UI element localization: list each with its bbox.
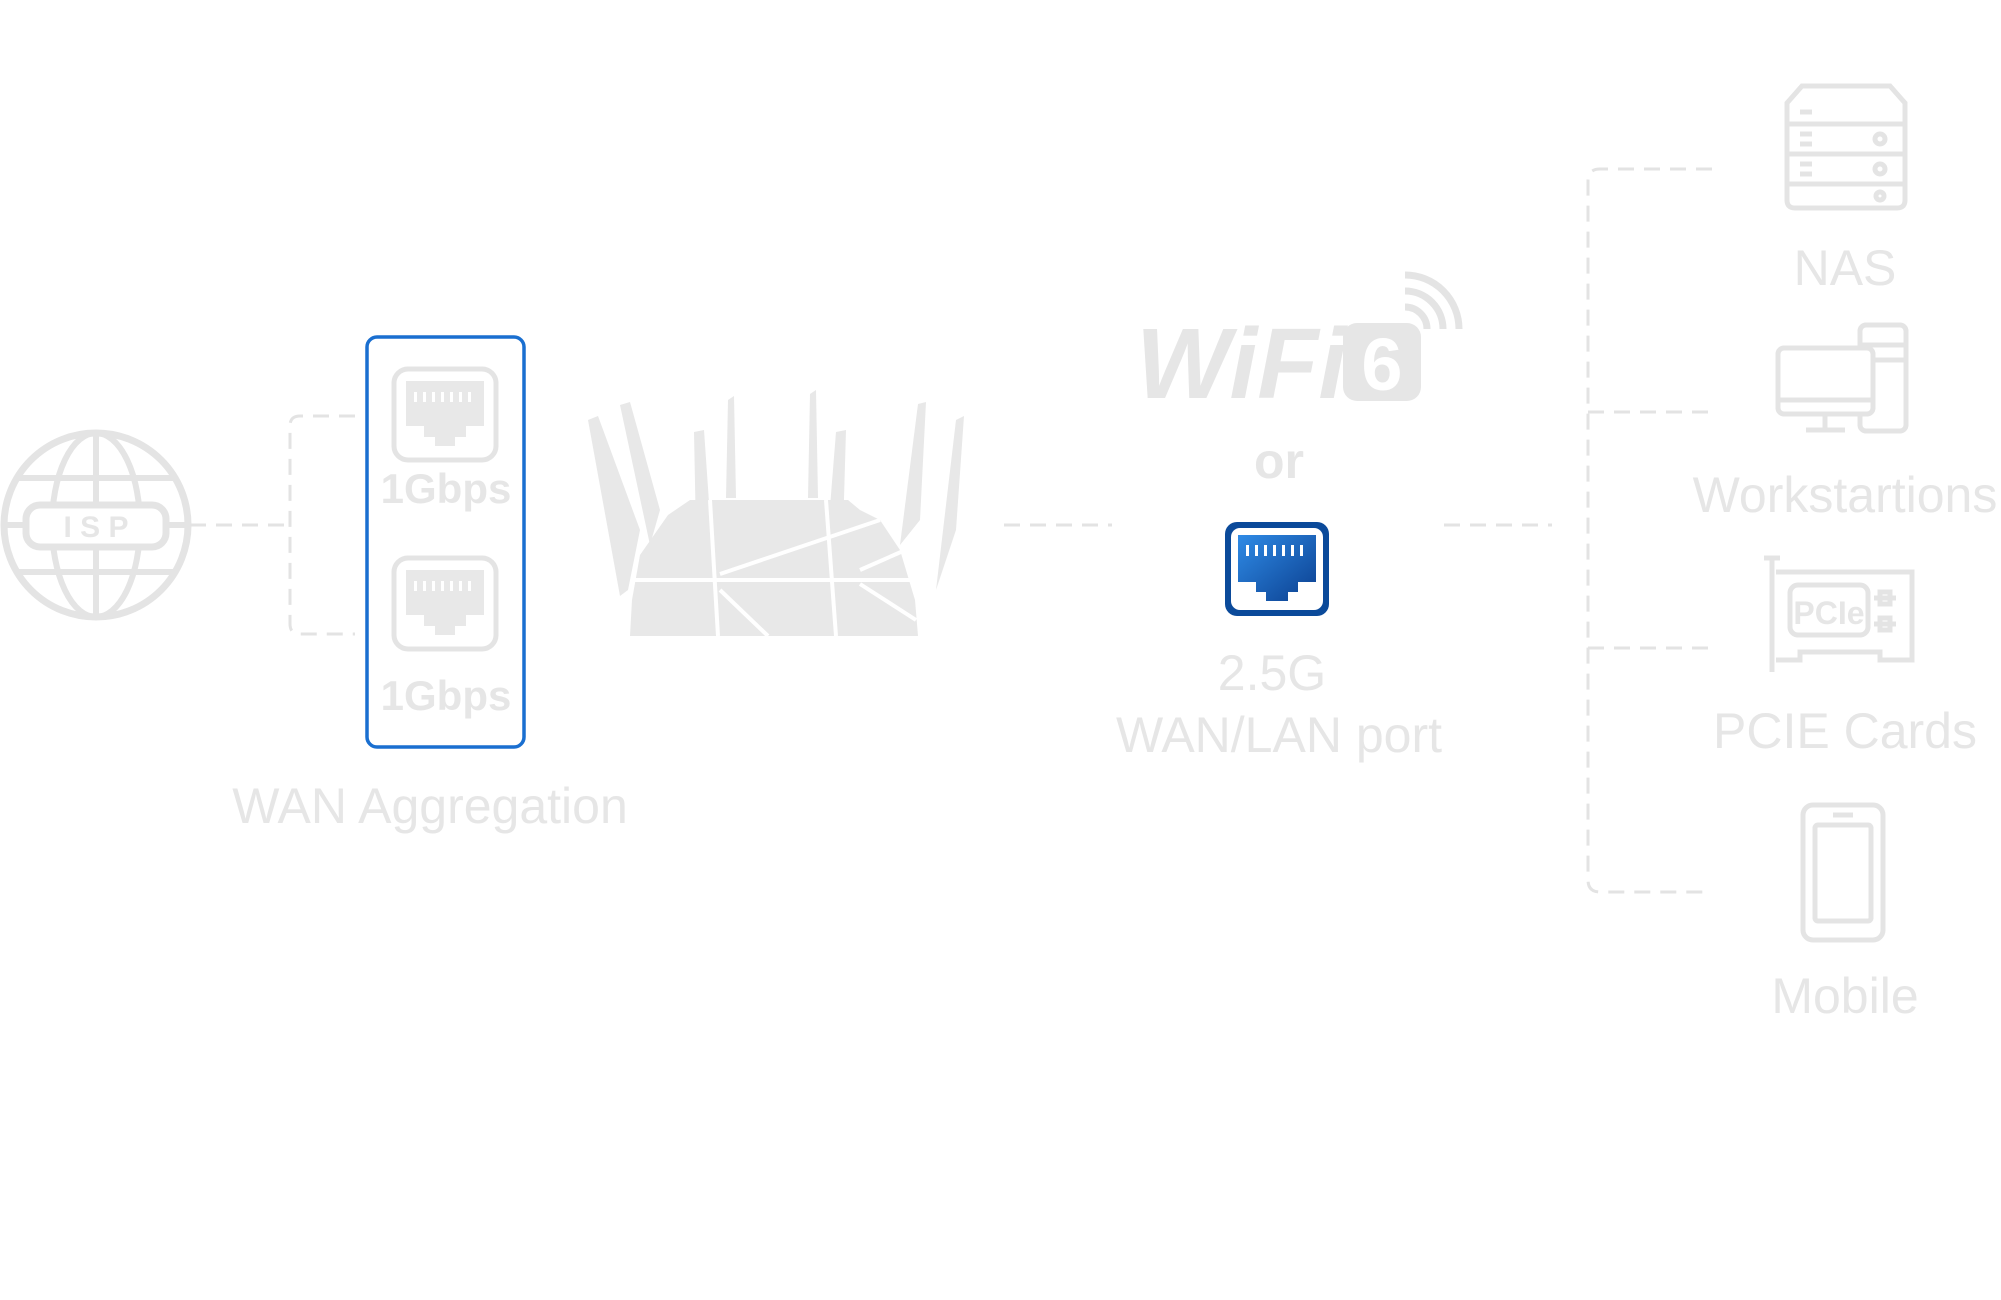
nas-icon (1784, 83, 1908, 211)
wifi6-logo: WiFi 6 (1136, 271, 1463, 420)
wan-port-speed-2: 1Gbps (381, 672, 512, 719)
isp-label: I S P (63, 511, 128, 544)
wifi-generation: 6 (1361, 323, 1402, 406)
or-label: or (1254, 433, 1304, 489)
pcie-card-icon: PCIe (1764, 555, 1915, 672)
workstation-icon (1775, 322, 1909, 434)
isp-globe-icon: I S P (0, 429, 192, 621)
device-tree-connector (1586, 167, 1712, 894)
ethernet-port-icon (391, 555, 499, 652)
pcie-chip-label: PCIe (1793, 595, 1864, 631)
device-label-nas: NAS (1794, 240, 1897, 296)
isp-connector (190, 414, 355, 636)
wifi-signal-icon (1404, 271, 1463, 330)
port-label-line2: WAN/LAN port (1116, 707, 1442, 763)
port-label-line1: 2.5G (1218, 645, 1326, 701)
device-label-workstation: Workstartions (1693, 467, 1998, 523)
wan-port-speed-1: 1Gbps (381, 465, 512, 512)
wan-aggregation-box: 1Gbps 1Gbps (365, 335, 526, 749)
mobile-icon (1800, 802, 1886, 943)
device-label-pcie: PCIE Cards (1713, 703, 1977, 759)
wan-aggregation-label: WAN Aggregation (232, 778, 628, 834)
wifi-label: WiFi (1136, 308, 1348, 420)
device-label-mobile: Mobile (1771, 968, 1918, 1024)
router-icon (588, 390, 964, 638)
ethernet-2-5g-port-icon (1225, 522, 1329, 616)
ethernet-port-icon (391, 366, 499, 463)
